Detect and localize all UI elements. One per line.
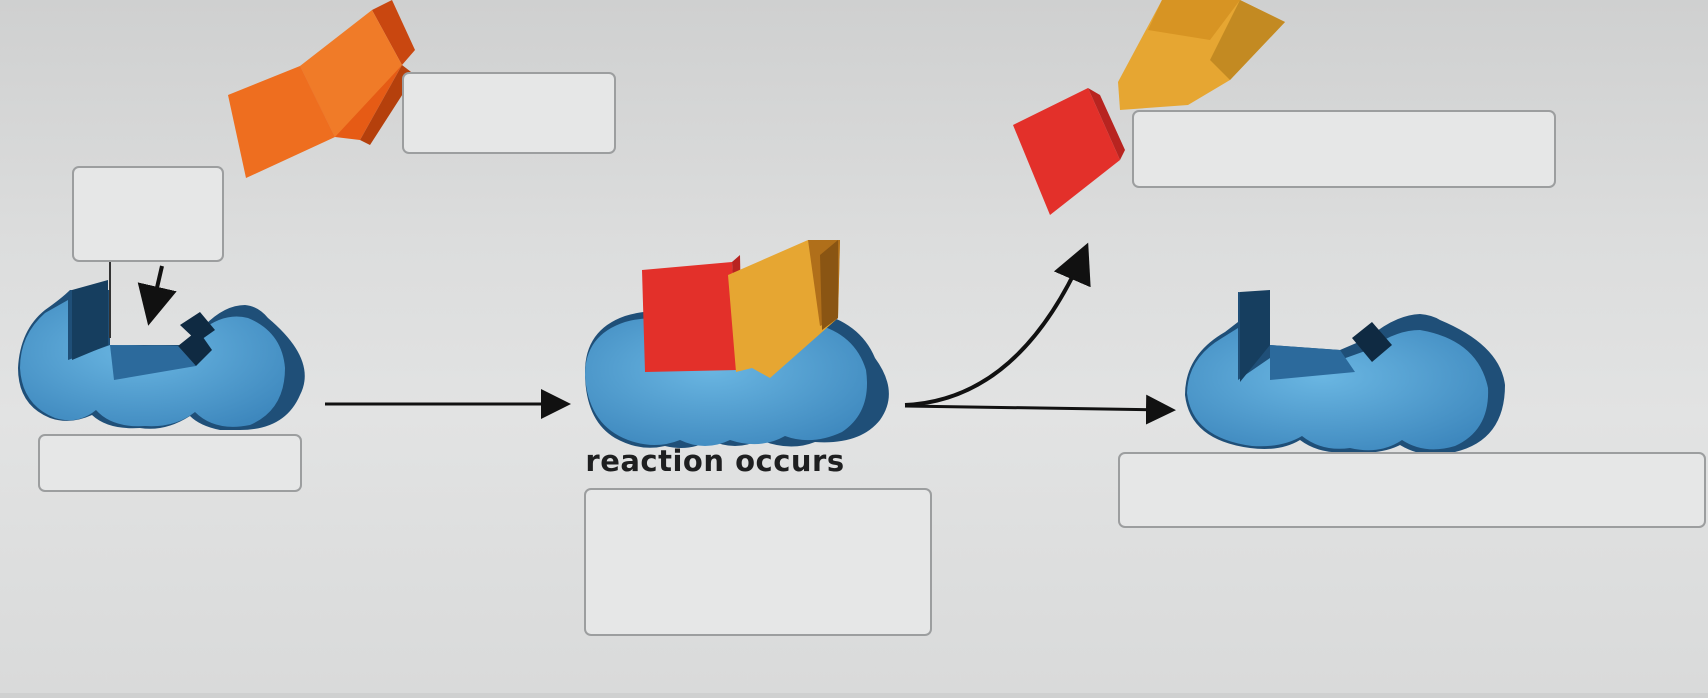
enzyme-substrate-complex [585,240,889,448]
substrate-block-orange [228,0,415,178]
label-box-substrate[interactable] [402,72,616,154]
label-box-products[interactable] [1132,110,1556,188]
arrow-to-free-enzyme [904,394,1176,425]
enzyme-shape-right [1185,290,1505,455]
binding-arrow [137,265,177,326]
label-box-enzyme-right[interactable] [1118,452,1706,528]
red-product-cube-released [1013,88,1120,215]
gold-product-block [728,240,840,378]
enzyme-shape-left [18,280,305,430]
label-box-active-site[interactable] [72,166,224,262]
label-box-complex[interactable] [584,488,932,636]
curved-release-arrow [904,242,1091,407]
released-products [1013,0,1285,215]
label-box-enzyme-left[interactable] [38,434,302,492]
red-product-cube [642,262,738,372]
caption-reaction-occurs: reaction occurs [585,444,845,478]
